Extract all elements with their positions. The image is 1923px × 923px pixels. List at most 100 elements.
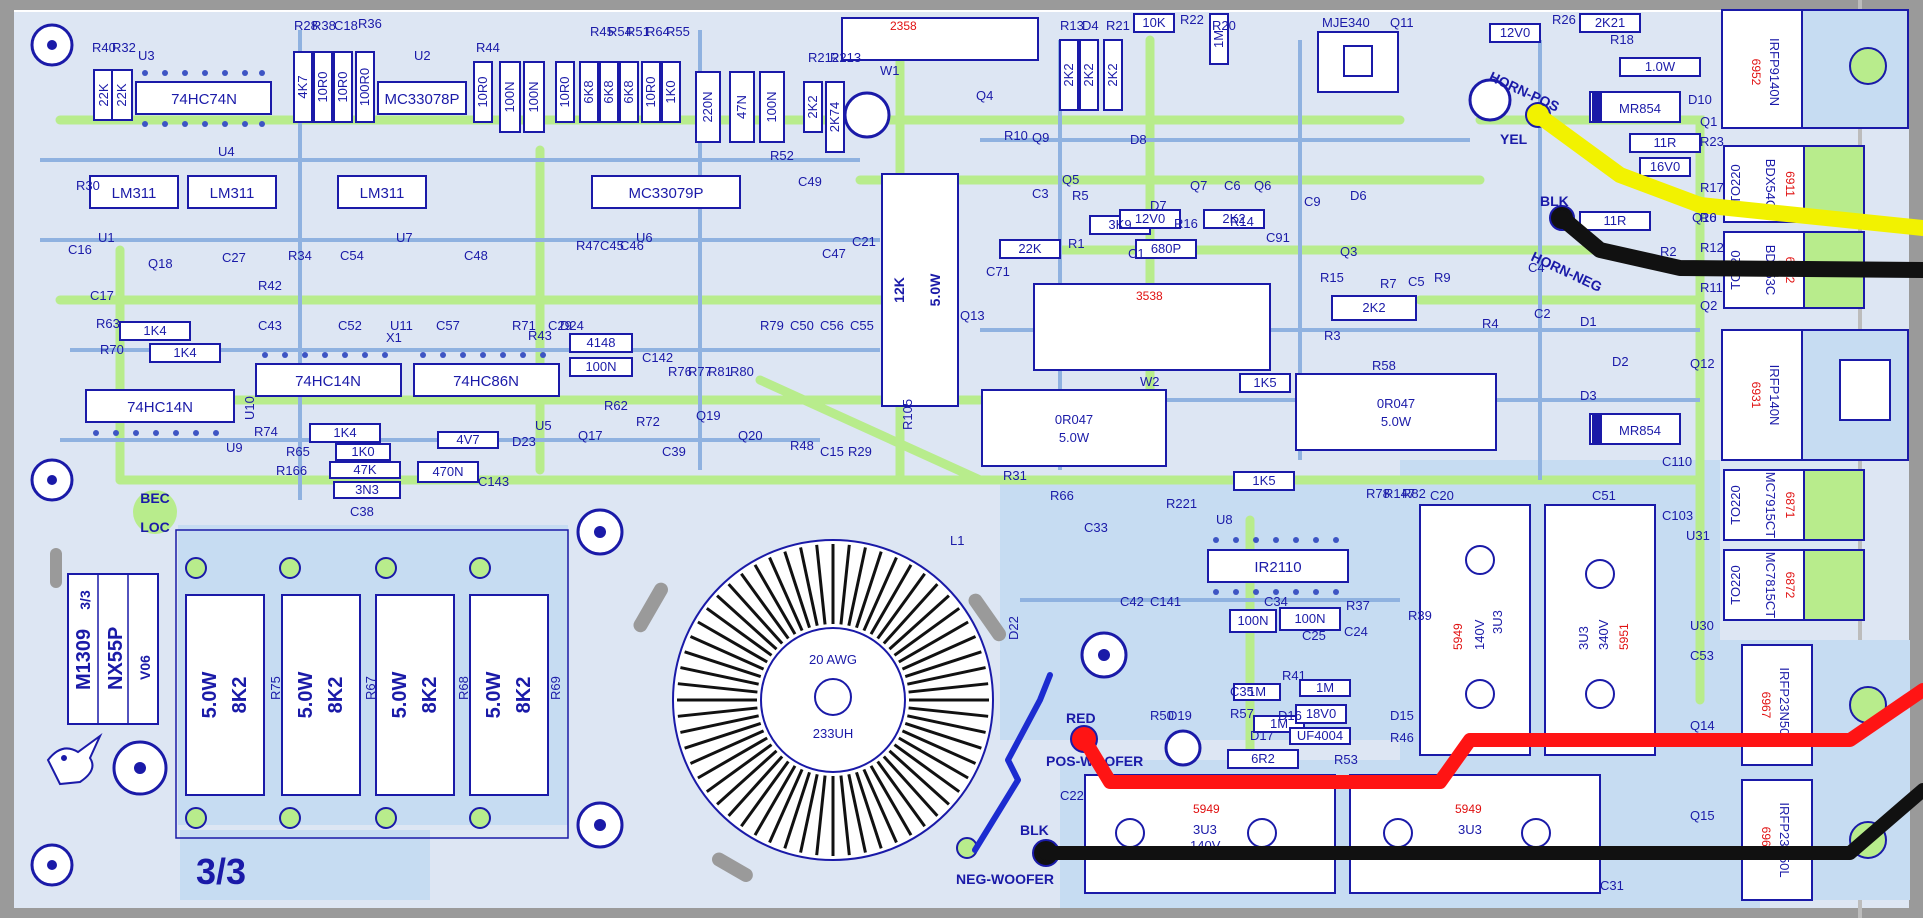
r105-label: R105 xyxy=(900,399,915,430)
designator-r166: R166 xyxy=(276,463,307,478)
w2-label: W2 xyxy=(1140,374,1160,389)
q11-label: Q11 xyxy=(1390,15,1414,30)
ic-u8: IR2110 xyxy=(1207,549,1349,583)
r58-block: 0R047 5.0W R58 xyxy=(1295,358,1497,451)
ic-u2: MC33078P xyxy=(377,81,467,115)
part-body-d7 xyxy=(1119,209,1181,229)
part-body-c1 xyxy=(1135,239,1197,259)
winding-turn xyxy=(847,547,867,626)
part-body-r212 xyxy=(803,81,823,133)
designator-r63: R63 xyxy=(96,316,120,331)
winding-turn xyxy=(716,749,778,806)
d10-part: MR854 xyxy=(1619,101,1661,116)
part-value-c44: 100N xyxy=(526,81,541,112)
part-value-r70: 1K4 xyxy=(173,345,196,360)
bird-logo xyxy=(46,732,103,786)
designator-c42: C42 xyxy=(1120,594,1144,609)
part-body-r166 xyxy=(329,461,401,479)
d10-label: D10 xyxy=(1688,92,1712,107)
bleeder-resistor-bank: 5.0W 8K2 R75 5.0W 8K2 R67 5.0W 8K2 R68 5… xyxy=(185,594,563,796)
part-value-c26: 100N xyxy=(764,91,779,122)
designator-r52: R52 xyxy=(770,148,794,163)
designator-r9: R9 xyxy=(1434,270,1451,285)
designator-c47: C47 xyxy=(822,246,846,261)
c51-voltage: 340V xyxy=(1596,619,1611,650)
designator-r32: R32 xyxy=(112,40,136,55)
winding-turn xyxy=(684,722,762,750)
part-value-d9: 16V0 xyxy=(1650,159,1680,174)
yellow-horn-wire xyxy=(1530,107,1923,236)
part-body-r38 xyxy=(313,51,333,123)
designator-d4: D4 xyxy=(1082,18,1099,33)
part-body-r22 xyxy=(1133,13,1175,33)
winding-turn xyxy=(869,765,913,836)
q15-part: IRFP23N50L xyxy=(1777,802,1792,877)
designator-c18: C18 xyxy=(334,18,358,33)
mount-hole-centers xyxy=(47,40,1110,870)
c31-label: C31 xyxy=(1600,878,1624,893)
designator-r147: R147 xyxy=(1384,486,1415,501)
part-body-r74 xyxy=(309,423,381,443)
diode-d3: MR854 D3 xyxy=(1580,388,1681,445)
part-value-r36: 100R0 xyxy=(357,68,372,106)
r68-value: 8K2 xyxy=(419,677,441,714)
c22-cap: 3U3 xyxy=(1193,822,1217,837)
part-value-c143: 470N xyxy=(432,464,463,479)
r31-power: 5.0W xyxy=(1059,430,1090,445)
winding-turn xyxy=(689,635,765,671)
winding-turn xyxy=(888,749,950,806)
designator-c50: C50 xyxy=(790,318,814,333)
part-body-d11 xyxy=(1489,23,1541,43)
q1-part: IRFP9140N xyxy=(1767,38,1782,106)
designator-d24: D24 xyxy=(560,318,584,333)
u10-label: U10 xyxy=(242,396,257,420)
part-value-c41: 100N xyxy=(502,81,517,112)
winding-turn xyxy=(847,774,867,853)
q1-label: Q1 xyxy=(1700,114,1717,129)
part-body-c141 xyxy=(1279,607,1341,631)
u31-device: MC7915CT 6871 TO220 U31 xyxy=(1686,469,1865,543)
designator-r7: R7 xyxy=(1380,276,1397,291)
designator-r55: R55 xyxy=(666,24,690,39)
designator-r34: R34 xyxy=(288,248,312,263)
designator-r221: R221 xyxy=(1166,496,1197,511)
ic-u5: 74HC86N xyxy=(413,363,560,397)
designator-c103: C103 xyxy=(1662,508,1693,523)
part-value-r64: 10R0 xyxy=(643,76,658,107)
part-value-r55: 1K0 xyxy=(663,80,678,103)
designator-r5: R5 xyxy=(1072,188,1089,203)
part-value-c141: 100N xyxy=(1294,611,1325,626)
part-body-c26 xyxy=(759,71,785,143)
part-body-r20 xyxy=(1209,13,1229,65)
designator-c48: C48 xyxy=(464,248,488,263)
part-value-r166: 47K xyxy=(353,462,376,477)
designator-c55: C55 xyxy=(850,318,874,333)
winding-turn xyxy=(684,650,762,678)
designator-r212: R212 xyxy=(808,50,839,65)
r68-power: 5.0W xyxy=(389,672,411,719)
r58-label: R58 xyxy=(1372,358,1396,373)
designator-q19: Q19 xyxy=(696,408,721,423)
designator-r26: R26 xyxy=(1552,12,1576,27)
ic-u10: 74HC14N xyxy=(255,363,402,397)
w1-label: W1 xyxy=(880,63,900,78)
designator-c35: C35 xyxy=(1230,684,1254,699)
q1-code: 6952 xyxy=(1749,59,1763,86)
blk-label: BLK xyxy=(1540,193,1569,209)
designator-q3: Q3 xyxy=(1340,244,1357,259)
designator-r81: R81 xyxy=(708,364,732,379)
part-body-r14 xyxy=(1203,209,1265,229)
part-value-r53: 6R2 xyxy=(1251,751,1275,766)
connector-w2: 3538 W2 xyxy=(1033,283,1271,389)
part-body-d4 xyxy=(1079,39,1099,111)
designator-q4: Q4 xyxy=(976,88,993,103)
c51-label: C51 xyxy=(1592,488,1616,503)
q12-code: 6931 xyxy=(1749,382,1763,409)
ic-u8-label: IR2110 xyxy=(1254,559,1301,576)
designator-c5: C5 xyxy=(1408,274,1425,289)
q11-part: MJE340 xyxy=(1322,15,1370,30)
winding-turn xyxy=(727,755,784,817)
winding-turn xyxy=(753,765,797,836)
connector-w1: 2358 W1 xyxy=(841,17,1039,78)
winding-turn xyxy=(753,564,797,635)
